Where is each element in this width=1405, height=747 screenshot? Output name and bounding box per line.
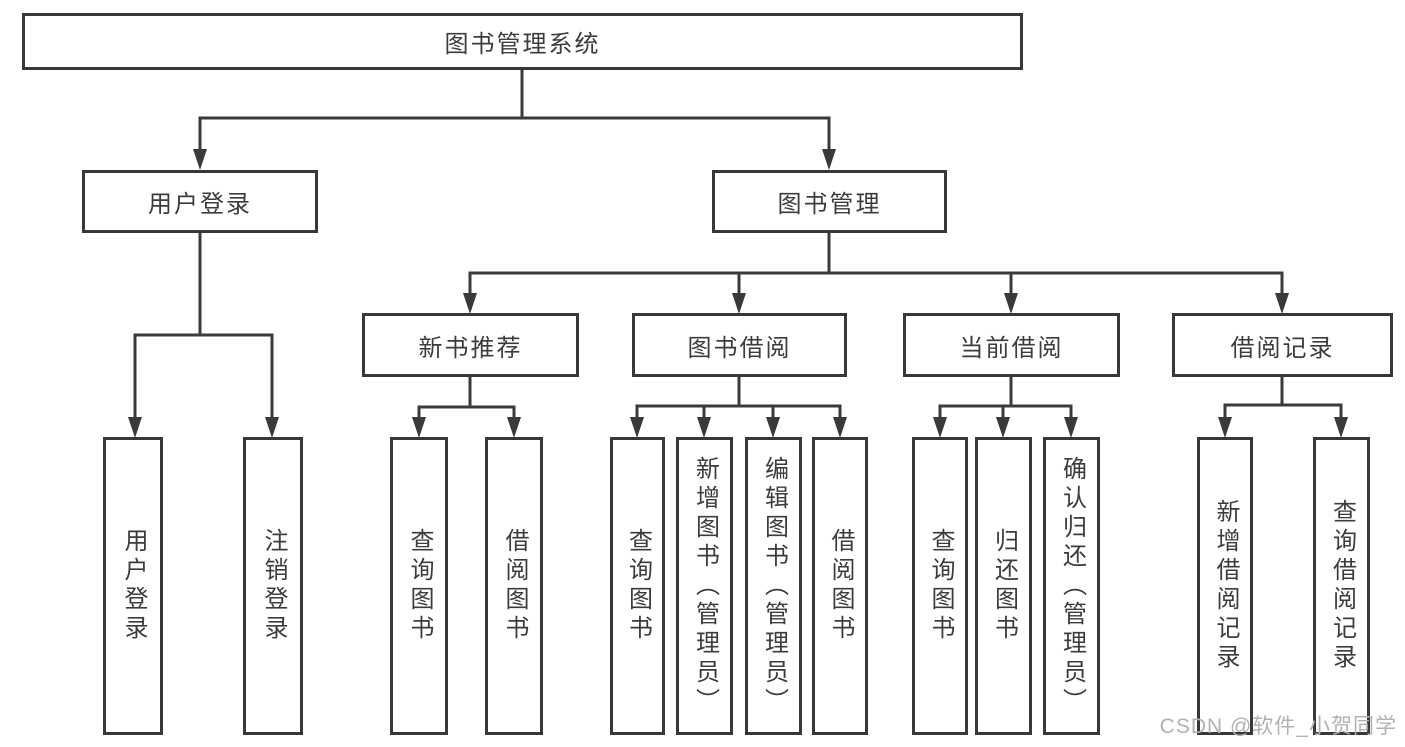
leaf-label: 查询图书 <box>406 528 433 644</box>
leaf-label: 新增借阅记录 <box>1212 499 1239 673</box>
node-book-management: 图书管理 <box>712 170 947 233</box>
leaf-add-borrow-record: 新增借阅记录 <box>1197 437 1253 735</box>
node-book-borrow: 图书借阅 <box>632 313 847 377</box>
leaf-label: 查询借阅记录 <box>1328 499 1356 673</box>
leaf-query-books-borrow: 查询图书 <box>610 437 665 735</box>
leaf-label: 借阅图书 <box>501 528 528 644</box>
leaf-confirm-return-admin: 确认归还（管理员） <box>1043 437 1100 735</box>
leaf-logout: 注销登录 <box>243 437 303 735</box>
csdn-watermark: CSDN @软件_小贺同学 <box>1159 715 1397 738</box>
leaf-label: 查询图书 <box>624 528 652 644</box>
leaf-edit-book-admin: 编辑图书（管理员） <box>745 437 802 735</box>
leaf-label: 确认归还（管理员） <box>1058 455 1086 717</box>
leaf-add-book-admin: 新增图书（管理员） <box>676 437 733 735</box>
node-new-book-recommend: 新书推荐 <box>362 313 579 377</box>
leaf-label: 编辑图书（管理员） <box>760 455 788 717</box>
leaf-query-books-recommend: 查询图书 <box>390 437 448 735</box>
leaf-query-books-current: 查询图书 <box>912 437 968 735</box>
leaf-borrow-books: 借阅图书 <box>812 437 868 735</box>
leaf-label: 用户登录 <box>120 528 147 644</box>
node-user-login: 用户登录 <box>82 170 318 233</box>
leaf-label: 归还图书 <box>990 528 1018 644</box>
connector-lines <box>133 70 1343 419</box>
leaf-query-borrow-record: 查询借阅记录 <box>1313 437 1370 735</box>
leaf-label: 新增图书（管理员） <box>691 455 719 717</box>
leaf-borrow-books-recommend: 借阅图书 <box>485 437 543 735</box>
leaf-label: 借阅图书 <box>827 528 854 644</box>
leaf-return-book: 归还图书 <box>975 437 1032 735</box>
node-current-borrow: 当前借阅 <box>903 313 1120 377</box>
leaf-user-login: 用户登录 <box>103 437 163 735</box>
node-root-system: 图书管理系统 <box>22 13 1023 70</box>
leaf-label: 注销登录 <box>260 528 287 644</box>
arrowheads <box>128 149 1348 438</box>
node-borrow-records: 借阅记录 <box>1172 313 1393 377</box>
leaf-label: 查询图书 <box>927 528 954 644</box>
